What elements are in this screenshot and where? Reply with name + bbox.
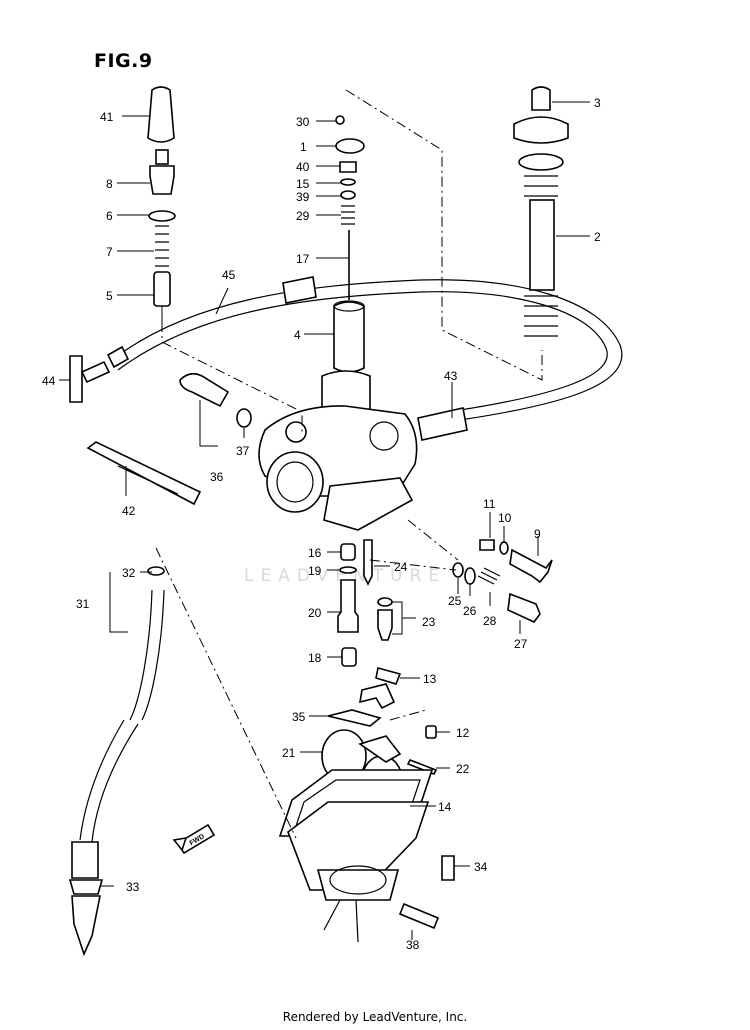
- callout-13: 13: [423, 672, 437, 686]
- spark-plug-cap-icon: [68, 566, 165, 957]
- callout-4: 4: [294, 328, 301, 342]
- callout-15: 15: [296, 177, 310, 191]
- callout-1: 1: [300, 140, 307, 154]
- callout-9: 9: [534, 527, 541, 541]
- callout-10: 10: [498, 511, 512, 525]
- callout-8: 8: [106, 177, 113, 191]
- callout-33: 33: [126, 880, 140, 894]
- callout-2: 2: [594, 230, 601, 244]
- construction-lines: [155, 89, 543, 839]
- callout-26: 26: [463, 604, 477, 618]
- callout-24: 24: [394, 560, 408, 574]
- callout-7: 7: [106, 245, 113, 259]
- callout-40: 40: [296, 160, 310, 174]
- jets-icon: [337, 539, 373, 667]
- callout-43: 43: [444, 369, 458, 383]
- callout-5: 5: [106, 289, 113, 303]
- callout-21: 21: [282, 746, 296, 760]
- callout-31: 31: [76, 597, 90, 611]
- float-arm-icon: [327, 667, 402, 727]
- callout-27: 27: [514, 637, 528, 651]
- callout-22: 22: [456, 762, 470, 776]
- callout-38: 38: [406, 938, 420, 952]
- adjuster-screws-icon: [452, 539, 553, 623]
- callout-39: 39: [296, 190, 310, 204]
- throttle-cable-icon: [106, 276, 623, 441]
- callout-35: 35: [292, 710, 306, 724]
- carburetor-body-icon: [258, 370, 418, 531]
- callout-25: 25: [448, 594, 462, 608]
- fuel-tee-icon: [69, 355, 111, 403]
- watermark: LEADVENTURE: [244, 566, 447, 586]
- cable-bracket-icon: [86, 441, 202, 506]
- figure-title: FIG.9: [94, 50, 153, 72]
- footer-credit: Rendered by LeadVenture, Inc.: [282, 1010, 468, 1024]
- callout-41: 41: [100, 110, 114, 124]
- callout-37: 37: [236, 444, 250, 458]
- callout-16: 16: [308, 546, 322, 560]
- callout-20: 20: [308, 606, 322, 620]
- callout-3: 3: [594, 96, 601, 110]
- callout-11: 11: [483, 497, 496, 511]
- fwd-arrow-icon: FWD: [172, 823, 216, 855]
- callout-45: 45: [222, 268, 236, 282]
- float-chamber-icon: [287, 801, 455, 943]
- callout-14: 14: [438, 800, 452, 814]
- callout-34: 34: [474, 860, 488, 874]
- callout-labels: 41 8 6 7 5 44 42 30 1 40 15 39 29 17 4 4…: [42, 96, 601, 952]
- callout-18: 18: [308, 651, 322, 665]
- callout-42: 42: [122, 504, 136, 518]
- callout-32: 32: [122, 566, 136, 580]
- cable-adjuster-icon: [513, 86, 569, 337]
- callout-19: 19: [308, 564, 322, 578]
- callout-30: 30: [296, 115, 310, 129]
- adjuster-stack-icon: [147, 86, 176, 322]
- choke-plunger-icon: [179, 372, 252, 428]
- callout-12: 12: [456, 726, 470, 740]
- callout-17: 17: [296, 252, 310, 266]
- leader-lines: [59, 101, 590, 940]
- callout-36: 36: [210, 470, 224, 484]
- callout-23: 23: [422, 615, 436, 629]
- slide-stack-icon: [333, 115, 365, 373]
- callout-28: 28: [483, 614, 497, 628]
- callout-6: 6: [106, 209, 113, 223]
- needle-valve-icon: [377, 597, 393, 641]
- callout-44: 44: [42, 374, 56, 388]
- callout-29: 29: [296, 209, 310, 223]
